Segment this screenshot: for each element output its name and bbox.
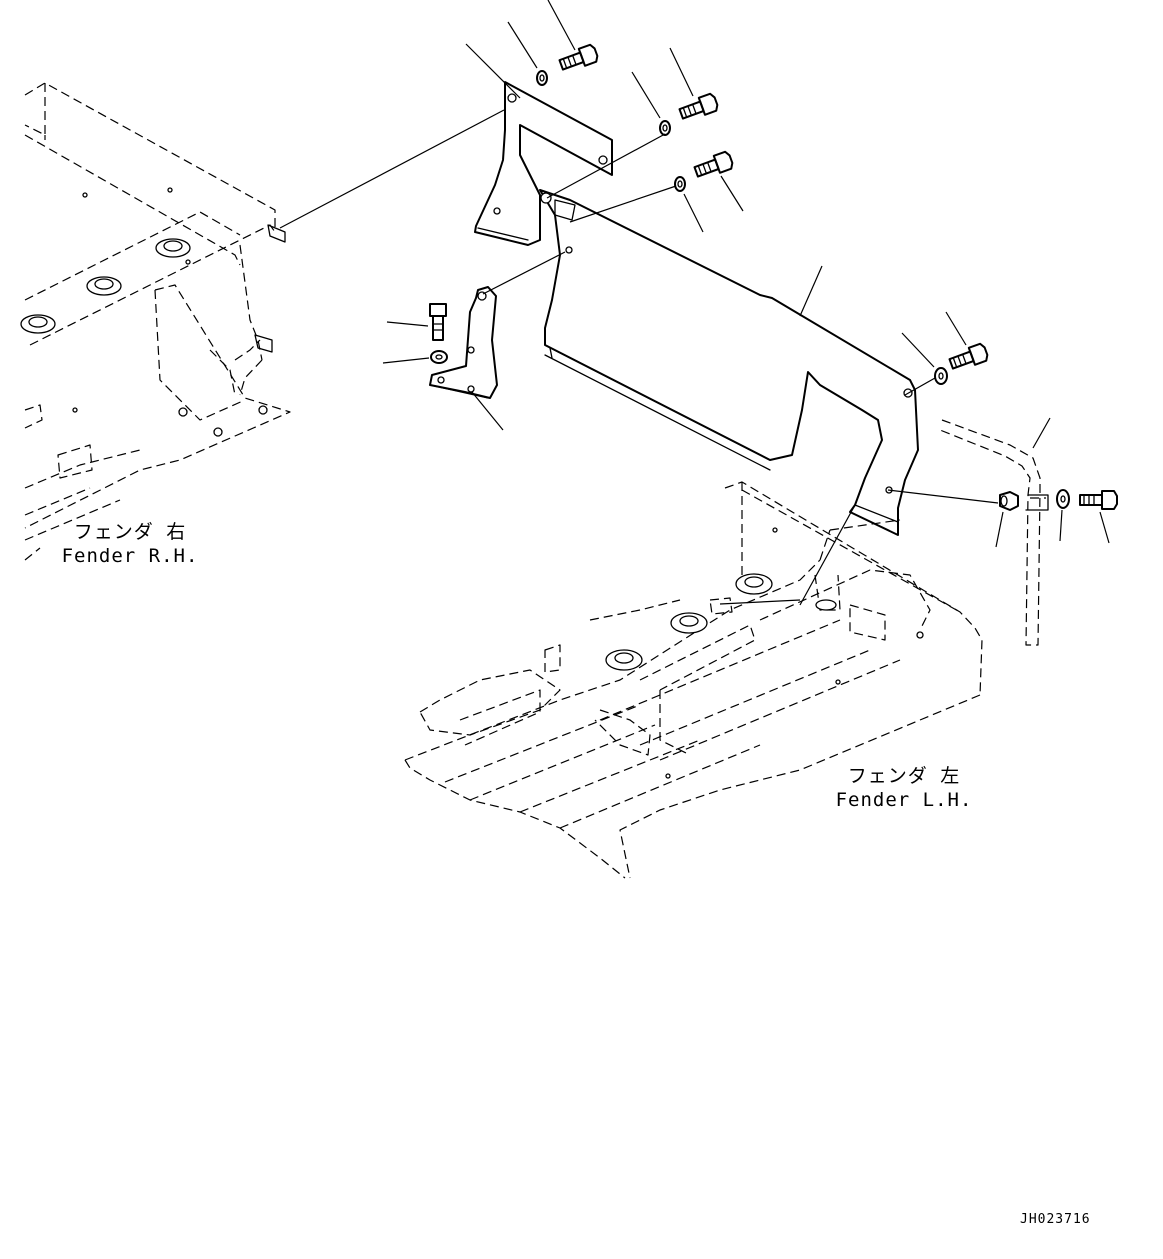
fender-lh-label-jp: フェンダ 左 — [847, 765, 961, 787]
bolt-6 — [429, 303, 447, 341]
assembly-lines — [279, 109, 999, 606]
callout-leaders — [382, 0, 1110, 548]
fender-rh-label: フェンダ 右 Fender R.H. — [60, 520, 200, 568]
fender-lh-label: フェンダ 左 Fender L.H. — [834, 764, 974, 812]
fender-lh-label-en: Fender L.H. — [835, 789, 973, 811]
cover-plate — [539, 189, 919, 536]
rod — [939, 419, 1049, 646]
side-bracket — [429, 286, 498, 399]
bolt-4 — [948, 342, 989, 370]
bolt-2 — [678, 92, 719, 120]
washers — [430, 70, 1070, 511]
upper-bracket — [474, 81, 613, 246]
fender-lh — [404, 481, 983, 879]
drawing-number: JH023716 — [1020, 1212, 1091, 1227]
fender-rh — [20, 82, 291, 561]
bolt-1 — [558, 43, 599, 71]
fender-rh-label-jp: フェンダ 右 — [73, 521, 187, 543]
bolt-5 — [1079, 490, 1118, 510]
fender-rh-label-en: Fender R.H. — [61, 545, 199, 567]
bolt-3 — [693, 150, 734, 178]
